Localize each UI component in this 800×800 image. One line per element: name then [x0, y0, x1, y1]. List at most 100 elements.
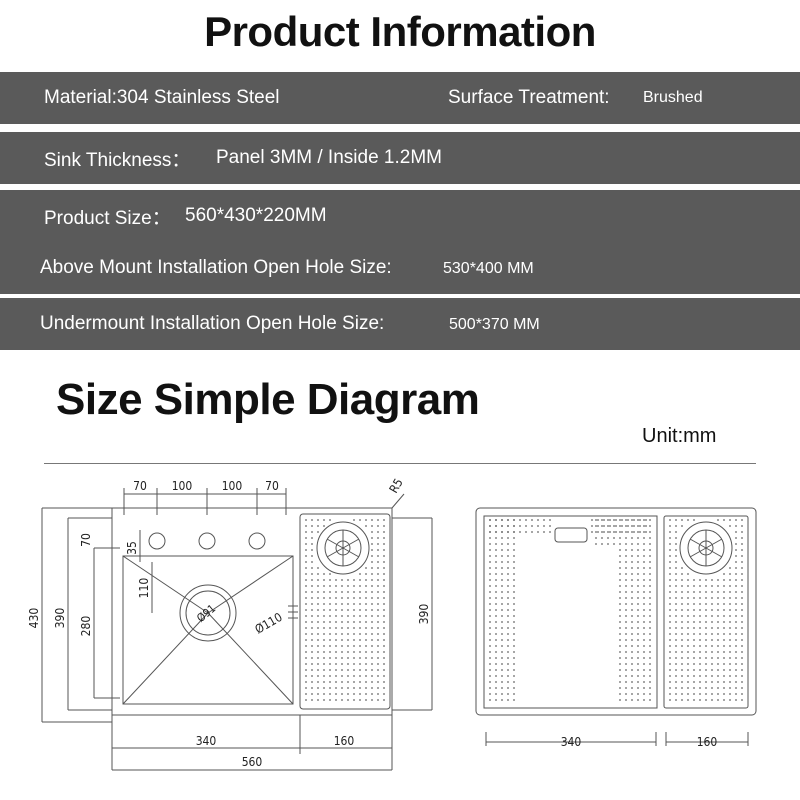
- perforation-dot: [311, 699, 313, 701]
- perforation-dot: [317, 687, 319, 689]
- perforation-dot: [649, 561, 651, 563]
- perforation-dot: [705, 615, 707, 617]
- perforation-dot: [735, 627, 737, 629]
- perforation-dot: [365, 621, 367, 623]
- perforation-dot: [329, 669, 331, 671]
- perforation-dot: [619, 687, 621, 689]
- perforation-dot: [489, 657, 491, 659]
- perforation-dot: [377, 531, 379, 533]
- perforation-dot: [693, 627, 695, 629]
- perforation-dot: [507, 645, 509, 647]
- dim-left-390: 390: [53, 608, 67, 629]
- perforation-dot: [591, 519, 593, 521]
- perforation-dot: [621, 519, 623, 521]
- perforation-dot: [681, 675, 683, 677]
- perforation-dot: [735, 567, 737, 569]
- perforation-dots: [305, 519, 743, 701]
- perforation-dot: [489, 681, 491, 683]
- perforation-dot: [383, 609, 385, 611]
- perforation-dot: [507, 543, 509, 545]
- perforation-dot: [633, 531, 635, 533]
- perforation-dot: [625, 645, 627, 647]
- perforation-dot: [693, 645, 695, 647]
- perforation-dot: [705, 609, 707, 611]
- perforation-dot: [675, 639, 677, 641]
- perforation-dot: [347, 579, 349, 581]
- perforation-dot: [723, 621, 725, 623]
- perforation-dot: [513, 609, 515, 611]
- perforation-dot: [649, 639, 651, 641]
- perforation-dot: [501, 525, 503, 527]
- perforation-dot: [507, 693, 509, 695]
- perforation-dot: [711, 663, 713, 665]
- perforation-dot: [711, 579, 713, 581]
- perforation-dot: [501, 531, 503, 533]
- basin-fold-3: [122, 612, 209, 705]
- perforation-dot: [619, 525, 621, 527]
- perforation-dot: [619, 681, 621, 683]
- perforation-dot: [489, 645, 491, 647]
- perforation-dot: [735, 555, 737, 557]
- perforation-dot: [649, 543, 651, 545]
- perforation-dot: [741, 579, 743, 581]
- perforation-dot: [619, 573, 621, 575]
- perforation-dot: [311, 519, 313, 521]
- perforation-dot: [365, 687, 367, 689]
- perforation-dot: [311, 585, 313, 587]
- perforation-dot: [711, 615, 713, 617]
- perforation-dot: [305, 663, 307, 665]
- perforation-dot: [347, 615, 349, 617]
- perforation-dot: [675, 573, 677, 575]
- perforation-dot: [645, 525, 647, 527]
- perforation-dot: [711, 621, 713, 623]
- perforation-dot: [495, 525, 497, 527]
- perforation-dot: [643, 591, 645, 593]
- perforation-dot: [699, 609, 701, 611]
- perforation-dot: [501, 579, 503, 581]
- perforation-dot: [687, 615, 689, 617]
- perforation-dot: [317, 567, 319, 569]
- perforation-dot: [353, 615, 355, 617]
- perforation-dot: [329, 699, 331, 701]
- perforation-dot: [353, 669, 355, 671]
- perforation-dot: [377, 615, 379, 617]
- perforation-dot: [377, 519, 379, 521]
- perforation-dot: [723, 609, 725, 611]
- perforation-dot: [377, 561, 379, 563]
- perforation-dot: [371, 519, 373, 521]
- perforation-dot: [717, 603, 719, 605]
- perforation-dot: [687, 579, 689, 581]
- perforation-dot: [513, 519, 515, 521]
- surface-label: Surface Treatment:: [448, 87, 610, 108]
- perforation-dot: [619, 609, 621, 611]
- perforation-dot: [675, 549, 677, 551]
- perforation-dot: [609, 525, 611, 527]
- perforation-dot: [501, 699, 503, 701]
- perforation-dot: [649, 609, 651, 611]
- perforation-dot: [637, 699, 639, 701]
- perforation-dot: [311, 609, 313, 611]
- perforation-dot: [607, 531, 609, 533]
- perforation-dot: [489, 669, 491, 671]
- perforation-dot: [735, 609, 737, 611]
- perforation-dot: [513, 627, 515, 629]
- perforation-dot: [625, 639, 627, 641]
- diagram-title: Size Simple Diagram: [56, 375, 480, 424]
- perforation-dot: [631, 699, 633, 701]
- perforation-dot: [649, 603, 651, 605]
- perforation-dot: [675, 615, 677, 617]
- perforation-dot: [495, 621, 497, 623]
- perforation-dot: [717, 669, 719, 671]
- perforation-dot: [353, 621, 355, 623]
- perforation-dot: [687, 687, 689, 689]
- perforation-dot: [371, 585, 373, 587]
- perforation-dot: [735, 561, 737, 563]
- perforation-dot: [353, 639, 355, 641]
- perforation-dot: [335, 633, 337, 635]
- perforation-dot: [513, 567, 515, 569]
- perforation-dot: [341, 627, 343, 629]
- perforation-dot: [717, 639, 719, 641]
- perforation-dot: [347, 693, 349, 695]
- perforation-dot: [705, 675, 707, 677]
- perforation-dot: [513, 555, 515, 557]
